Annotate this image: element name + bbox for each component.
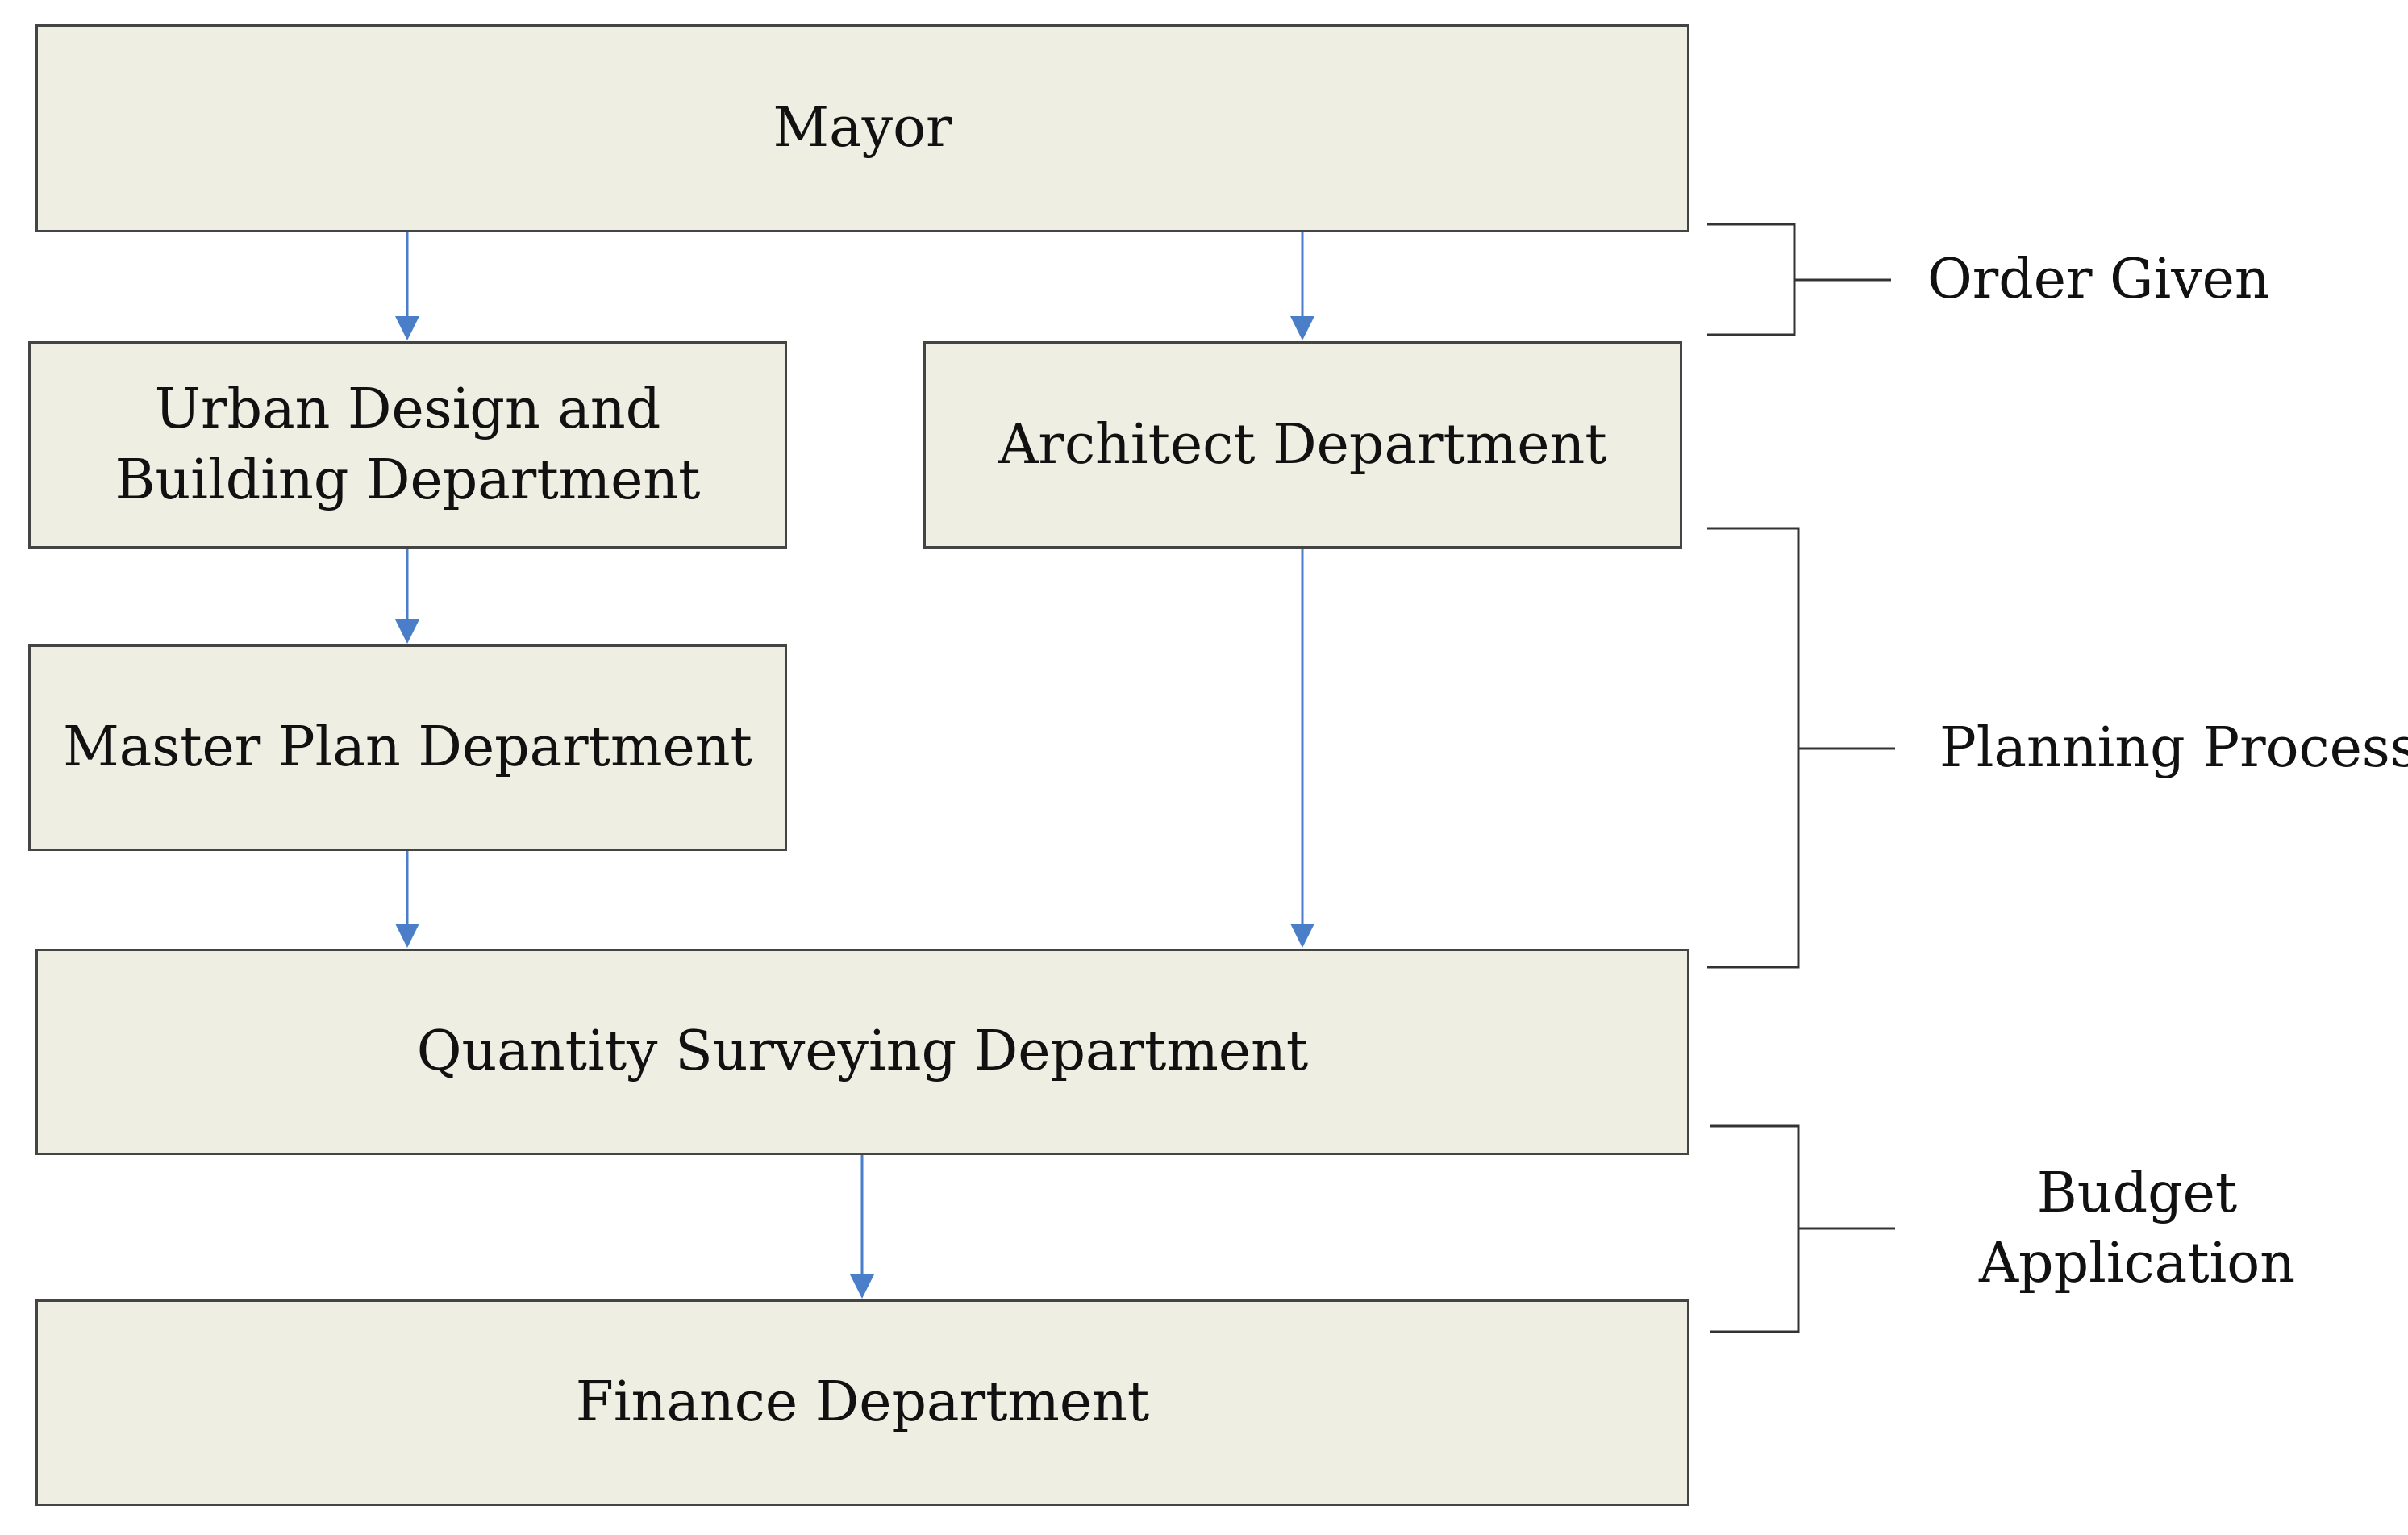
- mayor-label: Mayor: [773, 96, 952, 161]
- arrowhead-finance: [850, 1274, 874, 1299]
- quantity-surveying-label: Quantity Surveying Department: [416, 1020, 1309, 1084]
- arrowhead-master-plan: [395, 619, 419, 644]
- bracket-budget-application: [1710, 1124, 1895, 1333]
- master-plan-box: Master Plan Department: [28, 644, 787, 851]
- urban-design-label: Urban Design and Building Department: [115, 377, 701, 512]
- bracket-planning-process: [1707, 527, 1895, 969]
- arrowhead-quantity-surveying-right: [1290, 924, 1314, 948]
- finance-label: Finance Department: [575, 1370, 1150, 1435]
- finance-box: Finance Department: [35, 1299, 1689, 1506]
- bracket-order-given: [1707, 223, 1891, 336]
- phase-label-budget-application: Budget Application: [1978, 1162, 2296, 1296]
- master-plan-label: Master Plan Department: [63, 715, 752, 780]
- architect-box: Architect Department: [923, 341, 1682, 549]
- mayor-box: Mayor: [35, 24, 1689, 232]
- arrowhead-quantity-surveying-left: [395, 924, 419, 948]
- arrowhead-urban-design: [395, 316, 419, 340]
- phase-label-planning-process: Planning Process: [1939, 716, 2408, 780]
- quantity-surveying-box: Quantity Surveying Department: [35, 949, 1689, 1155]
- phase-label-order-given: Order Given: [1927, 248, 2270, 311]
- arrowhead-architect: [1290, 316, 1314, 340]
- urban-design-box: Urban Design and Building Department: [28, 341, 787, 549]
- architect-label: Architect Department: [998, 412, 1607, 477]
